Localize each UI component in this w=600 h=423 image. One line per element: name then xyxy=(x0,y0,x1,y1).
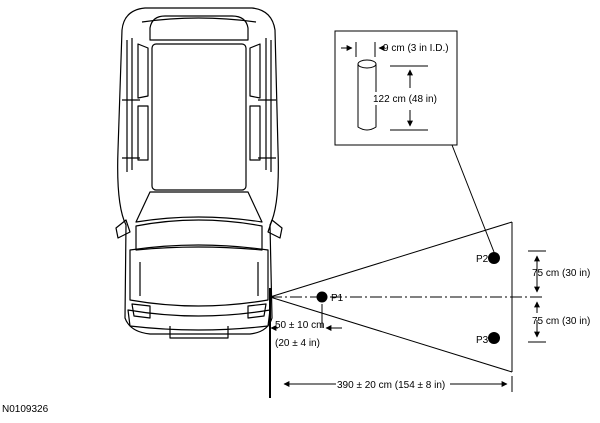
vehicle-body-outline xyxy=(117,7,279,335)
hood xyxy=(135,219,263,251)
front-bumper xyxy=(127,309,271,331)
target-point-p2 xyxy=(488,252,500,264)
side-windows-left xyxy=(137,43,149,161)
lower-spacing-label: 75 cm (30 in) xyxy=(532,316,590,327)
mirror-left xyxy=(115,219,131,239)
distance-label-bg xyxy=(338,377,448,391)
roof-panel xyxy=(151,43,247,191)
target-point-p1 xyxy=(316,291,328,303)
zone-lower-edge xyxy=(269,296,513,373)
mirror-right xyxy=(267,219,283,239)
distance-label: 390 ± 20 cm (154 ± 8 in) xyxy=(337,380,445,391)
upper-spacing-label: 75 cm (30 in) xyxy=(532,268,590,279)
offset-imperial-label: (20 ± 4 in) xyxy=(275,338,320,349)
headlight-left xyxy=(131,303,151,319)
offset-dimension xyxy=(270,304,342,331)
side-windows-right xyxy=(249,43,261,161)
height-label-bg xyxy=(372,92,442,105)
figure-id: N0109326 xyxy=(2,404,49,415)
windshield xyxy=(135,191,263,223)
target-point-p3 xyxy=(488,332,500,344)
height-label: 122 cm (48 in) xyxy=(373,94,437,105)
zone-upper-edge xyxy=(269,221,513,298)
inset-leader-line xyxy=(451,144,495,253)
inset-frame xyxy=(334,30,458,146)
label-p2: P2 xyxy=(476,254,489,265)
height-dimension xyxy=(390,65,428,131)
distance-dimension xyxy=(283,376,513,392)
diameter-label: 9 cm (3 in I.D.) xyxy=(383,43,449,54)
headlight-right xyxy=(247,303,267,319)
label-p3: P3 xyxy=(476,335,489,346)
label-p1: P1 xyxy=(331,293,344,304)
spacing-dimension xyxy=(528,250,546,343)
target-zone xyxy=(269,221,545,373)
offset-metric-label: 50 ± 10 cm xyxy=(275,320,324,331)
target-cylinder-icon xyxy=(357,59,377,131)
diameter-dimension xyxy=(341,42,385,57)
vehicle-top-view xyxy=(115,7,283,339)
